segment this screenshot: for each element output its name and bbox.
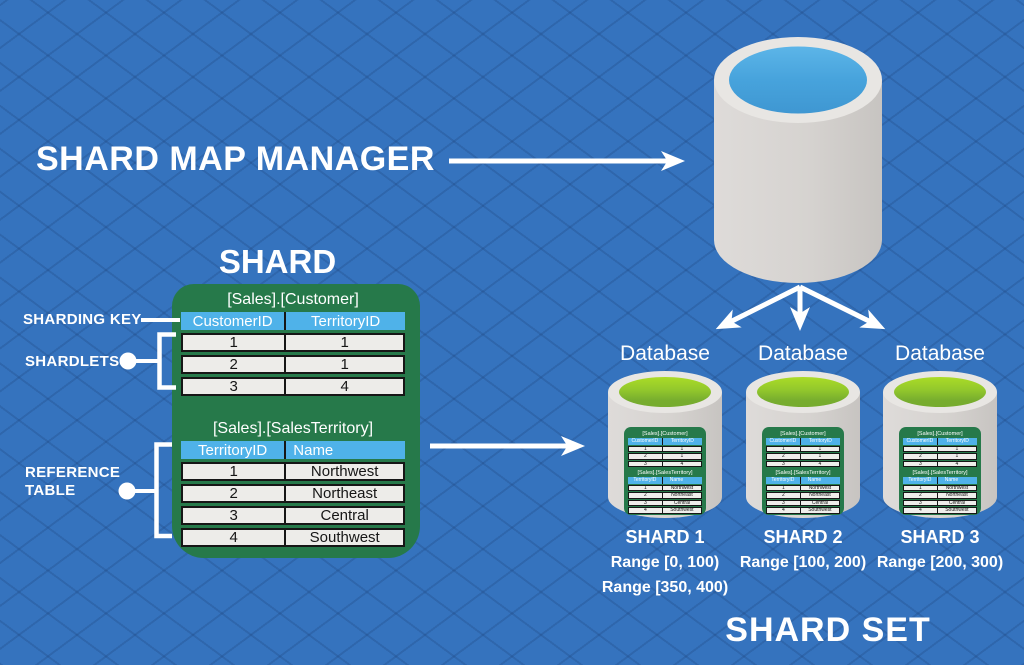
shard-3-group: Database [Sales].[Customer] CustomerID T… bbox=[855, 342, 1024, 612]
mini-customer-table-header-row: CustomerID TerritoryID bbox=[766, 438, 840, 445]
mini-shard-panel: [Sales].[Customer] CustomerID TerritoryI… bbox=[899, 427, 981, 515]
mini-table-row: 3 4 bbox=[903, 460, 977, 467]
mini-table-row: 1 1 bbox=[766, 445, 840, 452]
database-label: Database bbox=[758, 342, 848, 365]
table-row: 3 4 bbox=[181, 377, 405, 396]
arrow-db-to-shard1 bbox=[715, 284, 802, 330]
shardlets-dot bbox=[119, 352, 137, 370]
mini-territory-table-title: [Sales].[SalesTerritory] bbox=[912, 470, 968, 476]
column-header: Name bbox=[293, 441, 334, 459]
shard-map-database-cylinder-icon bbox=[714, 37, 882, 283]
column-header: CustomerID bbox=[181, 312, 287, 330]
mini-territory-table-title: [Sales].[SalesTerritory] bbox=[775, 470, 831, 476]
mini-table-row: 2 Northeast bbox=[903, 492, 977, 499]
mini-column-header: Name bbox=[669, 477, 684, 484]
shard-name: SHARD 3 bbox=[900, 527, 980, 547]
mini-territory-table-header-row: TerritoryID Name bbox=[766, 477, 840, 484]
shard-1-group: Database [Sales].[Customer] CustomerID T… bbox=[580, 342, 750, 612]
mini-customer-table-header-row: CustomerID TerritoryID bbox=[628, 438, 702, 445]
table-row: 3 Central bbox=[181, 506, 405, 525]
mini-column-header: CustomerID bbox=[903, 438, 938, 445]
mini-shard-tables: [Sales].[Customer] CustomerID TerritoryI… bbox=[899, 427, 981, 515]
table-row: 4 Southwest bbox=[181, 528, 405, 547]
customer-table: [Sales].[Customer] CustomerID TerritoryI… bbox=[181, 289, 405, 396]
sales-territory-table-title: [Sales].[SalesTerritory] bbox=[212, 420, 374, 437]
shard-range: Range [350, 400) bbox=[601, 579, 729, 596]
mini-table-row: 1 1 bbox=[628, 445, 702, 452]
mini-territory-table-header-row: TerritoryID Name bbox=[903, 477, 977, 484]
sales-territory-table: [Sales].[SalesTerritory] TerritoryID Nam… bbox=[181, 418, 405, 547]
mini-table-row: 3 4 bbox=[766, 460, 840, 467]
shard-name: SHARD 2 bbox=[763, 527, 843, 547]
table-row: 1 Northwest bbox=[181, 462, 405, 481]
mini-column-header: TerritoryID bbox=[670, 438, 694, 445]
sharding-key-label: SHARDING KEY bbox=[23, 311, 142, 328]
database-label: Database bbox=[895, 342, 985, 365]
mini-customer-table-header-row: CustomerID TerritoryID bbox=[903, 438, 977, 445]
column-header: TerritoryID bbox=[181, 441, 287, 459]
mini-column-header: Name bbox=[807, 477, 822, 484]
mini-shard-tables: [Sales].[Customer] CustomerID TerritoryI… bbox=[624, 427, 706, 515]
mini-shard-panel: [Sales].[Customer] CustomerID TerritoryI… bbox=[762, 427, 844, 515]
mini-table-row: 2 1 bbox=[628, 453, 702, 460]
mini-shard-tables: [Sales].[Customer] CustomerID TerritoryI… bbox=[762, 427, 844, 515]
mini-table-row: 3 Central bbox=[766, 499, 840, 506]
shardlets-label: SHARDLETS bbox=[25, 353, 120, 370]
customer-table-header-row: CustomerID TerritoryID bbox=[181, 312, 405, 330]
mini-territory-table-title: [Sales].[SalesTerritory] bbox=[637, 470, 693, 476]
mini-territory-table-header-row: TerritoryID Name bbox=[628, 477, 702, 484]
mini-customer-table-title: [Sales].[Customer] bbox=[780, 431, 826, 437]
shard-2-group: Database [Sales].[Customer] CustomerID T… bbox=[718, 342, 888, 612]
mini-table-row: 4 Southwest bbox=[628, 507, 702, 514]
mini-table-row: 3 Central bbox=[903, 499, 977, 506]
reference-table-label: REFERENCE TABLE bbox=[25, 464, 121, 499]
shard-range: Range [200, 300) bbox=[876, 554, 1004, 571]
mini-column-header: CustomerID bbox=[766, 438, 801, 445]
mini-customer-table-title: [Sales].[Customer] bbox=[917, 431, 963, 437]
shard-range: Range [100, 200) bbox=[739, 554, 867, 571]
mini-column-header: CustomerID bbox=[628, 438, 663, 445]
mini-column-header: Name bbox=[944, 477, 959, 484]
arrow-db-to-shard3 bbox=[798, 284, 886, 330]
mini-shard-panel: [Sales].[Customer] CustomerID TerritoryI… bbox=[624, 427, 706, 515]
mini-table-row: 4 Southwest bbox=[903, 507, 977, 514]
mini-table-row: 2 1 bbox=[903, 453, 977, 460]
shard-title: SHARD bbox=[218, 243, 337, 280]
sales-territory-table-header-row: TerritoryID Name bbox=[181, 441, 405, 459]
mini-column-header: TerritoryID bbox=[903, 477, 938, 484]
mini-table-row: 3 Central bbox=[628, 499, 702, 506]
database-label: Database bbox=[620, 342, 710, 365]
table-row: 2 Northeast bbox=[181, 484, 405, 503]
mini-table-row: 2 Northeast bbox=[766, 492, 840, 499]
mini-table-row: 1 Northwest bbox=[903, 484, 977, 491]
mini-column-header: TerritoryID bbox=[945, 438, 969, 445]
mini-table-row: 2 1 bbox=[766, 453, 840, 460]
mini-customer-table-title: [Sales].[Customer] bbox=[642, 431, 688, 437]
shard-name: SHARD 1 bbox=[625, 527, 705, 547]
table-row: 1 1 bbox=[181, 333, 405, 352]
mini-table-row: 4 Southwest bbox=[766, 507, 840, 514]
shard-detail-panel: [Sales].[Customer] CustomerID TerritoryI… bbox=[172, 284, 420, 558]
column-header: TerritoryID bbox=[311, 312, 381, 330]
mini-table-row: 3 4 bbox=[628, 460, 702, 467]
shard-range: Range [0, 100) bbox=[610, 554, 720, 571]
reference-table-bracket bbox=[154, 442, 172, 539]
mini-table-row: 1 Northwest bbox=[628, 484, 702, 491]
shard-map-manager-title: SHARD MAP MANAGER bbox=[36, 140, 435, 178]
customer-table-title: [Sales].[Customer] bbox=[227, 291, 359, 308]
shard-set-title: SHARD SET bbox=[725, 611, 931, 649]
mini-table-row: 1 Northwest bbox=[766, 484, 840, 491]
mini-column-header: TerritoryID bbox=[766, 477, 801, 484]
mini-table-row: 2 Northeast bbox=[628, 492, 702, 499]
mini-column-header: TerritoryID bbox=[808, 438, 832, 445]
mini-table-row: 1 1 bbox=[903, 445, 977, 452]
table-row: 2 1 bbox=[181, 355, 405, 374]
mini-column-header: TerritoryID bbox=[628, 477, 663, 484]
